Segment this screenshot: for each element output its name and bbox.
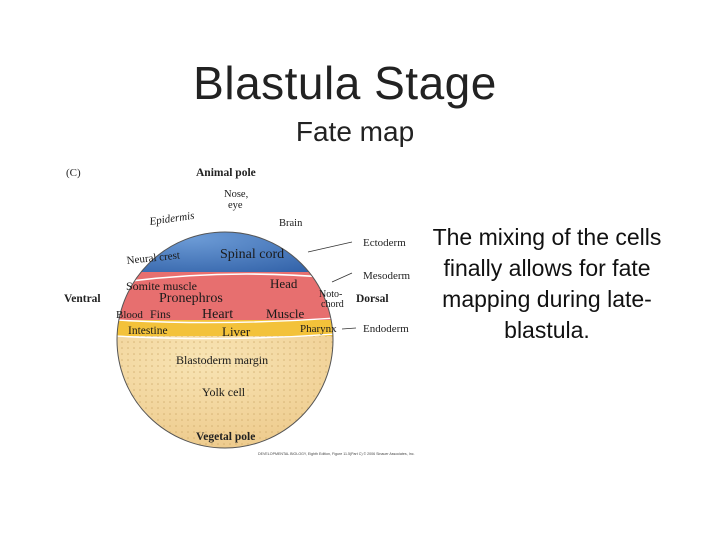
vegetal-pole-label: Vegetal pole (196, 431, 255, 443)
liver-label: Liver (222, 324, 251, 339)
animal-pole-label: Animal pole (196, 167, 256, 179)
slide-title: Blastula Stage (0, 56, 690, 110)
fins-label: Fins (150, 307, 171, 321)
explanation-text: The mixing of the cells finally allows f… (432, 222, 662, 346)
slide-subtitle: Fate map (0, 116, 700, 148)
nose-eye-label: Nose, (224, 189, 248, 200)
svg-text:eye: eye (228, 200, 243, 211)
panel-label: (C) (66, 167, 81, 179)
ventral-label: Ventral (64, 293, 101, 305)
endoderm-label: Endoderm (363, 323, 409, 335)
blastoderm-margin-label: Blastoderm margin (176, 353, 268, 367)
mesoderm-label: Mesoderm (363, 270, 410, 282)
dorsal-label: Dorsal (356, 293, 389, 305)
heart-label: Heart (202, 307, 233, 322)
yolk-cell-label: Yolk cell (202, 385, 246, 399)
fate-map-figure: (C) Animal pole Vegetal pole Ventral Dor… (60, 160, 450, 460)
pronephros-label: Pronephros (159, 291, 223, 306)
epidermis-label: Epidermis (148, 210, 195, 228)
brain-label: Brain (279, 218, 303, 229)
intestine-label: Intestine (128, 325, 168, 337)
muscle-label: Muscle (266, 306, 305, 321)
spinal-cord-label: Spinal cord (220, 247, 284, 262)
ectoderm-label: Ectoderm (363, 237, 406, 249)
blood-label: Blood (116, 309, 143, 321)
fate-map-diagram: (C) Animal pole Vegetal pole Ventral Dor… (60, 160, 450, 460)
head-label: Head (270, 276, 298, 291)
figure-credit: DEVELOPMENTAL BIOLOGY, Eighth Edition, F… (258, 452, 415, 456)
pharynx-label: Pharynx (300, 323, 337, 335)
svg-text:chord: chord (321, 299, 344, 310)
